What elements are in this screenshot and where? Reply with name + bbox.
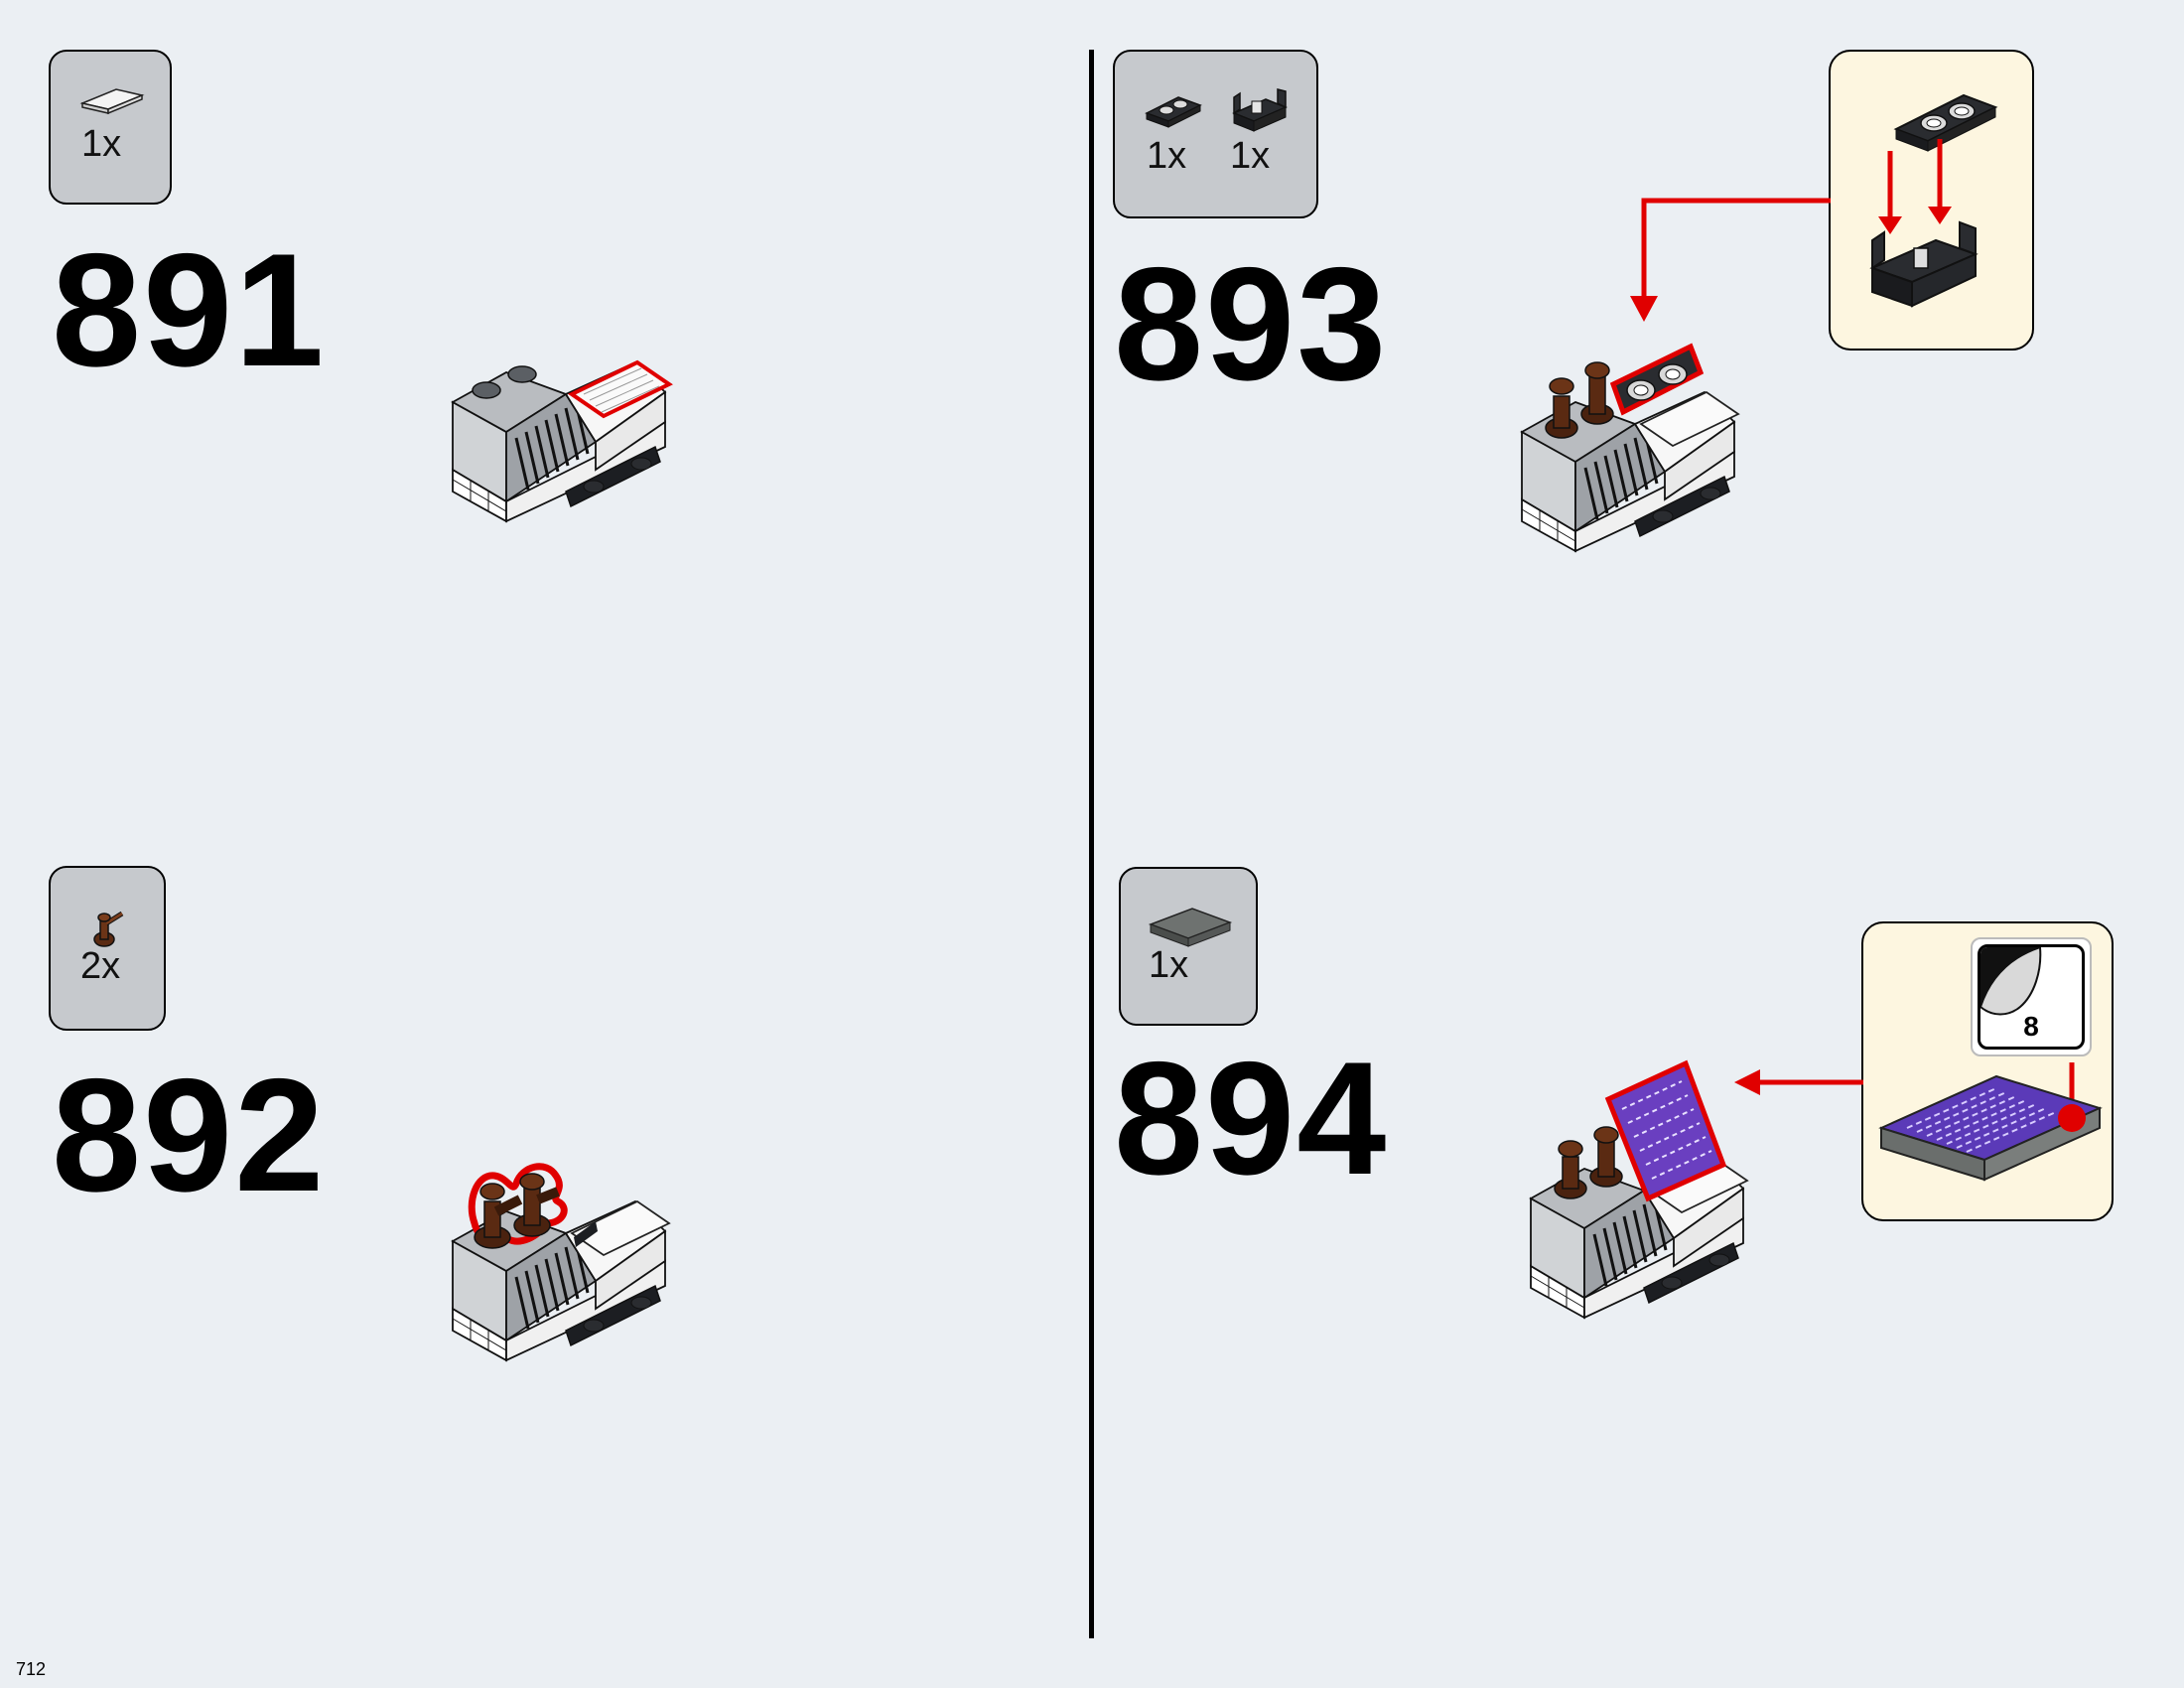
part-quantity: 2x — [80, 945, 121, 987]
model-assembly-892 — [451, 1163, 671, 1362]
parts-list-893: 1x 1x — [1113, 50, 1318, 218]
sticker-callout: 8 — [1861, 921, 2114, 1221]
step-number: 891 — [52, 220, 327, 400]
page-divider — [1089, 50, 1094, 1638]
sub-assembly-bracket-icon — [1869, 220, 1979, 308]
part-quantity: 1x — [1149, 944, 1189, 986]
parts-list-892: 2x — [49, 866, 166, 1031]
callout-arrow-893 — [1630, 198, 1831, 322]
step-number: 893 — [1114, 234, 1389, 414]
part-quantity: 1x — [1230, 135, 1271, 177]
page-number: 712 — [16, 1659, 47, 1679]
model-assembly-894 — [1529, 1059, 1749, 1320]
brown-joystick-lever-icon — [93, 911, 124, 947]
black-plate-two-studs-icon — [1145, 96, 1202, 128]
sticker-peel-icon — [1980, 947, 2042, 1016]
sticker-number: 8 — [2023, 1011, 2039, 1042]
step-number: 892 — [52, 1046, 327, 1225]
part-quantity: 1x — [1147, 135, 1187, 177]
step-number: 894 — [1114, 1029, 1389, 1208]
parts-list-891: 1x — [49, 50, 172, 205]
callout-arrow-894 — [1734, 1069, 1863, 1095]
sub-assembly-callout — [1829, 50, 2034, 351]
sub-assembly-plate-icon — [1893, 93, 1998, 152]
model-assembly-893 — [1520, 343, 1740, 553]
model-assembly-891 — [451, 359, 673, 523]
sticker-sheet-badge: 8 — [1971, 937, 2092, 1056]
callout-arrows — [1878, 139, 1952, 234]
sticker-tile-icon — [1878, 1062, 2103, 1182]
dark-gray-tile-icon — [1148, 908, 1233, 947]
parts-list-894: 1x — [1119, 867, 1258, 1026]
black-bracket-icon — [1232, 88, 1288, 132]
white-keyboard-tile-icon — [79, 88, 145, 115]
part-quantity: 1x — [81, 123, 122, 165]
